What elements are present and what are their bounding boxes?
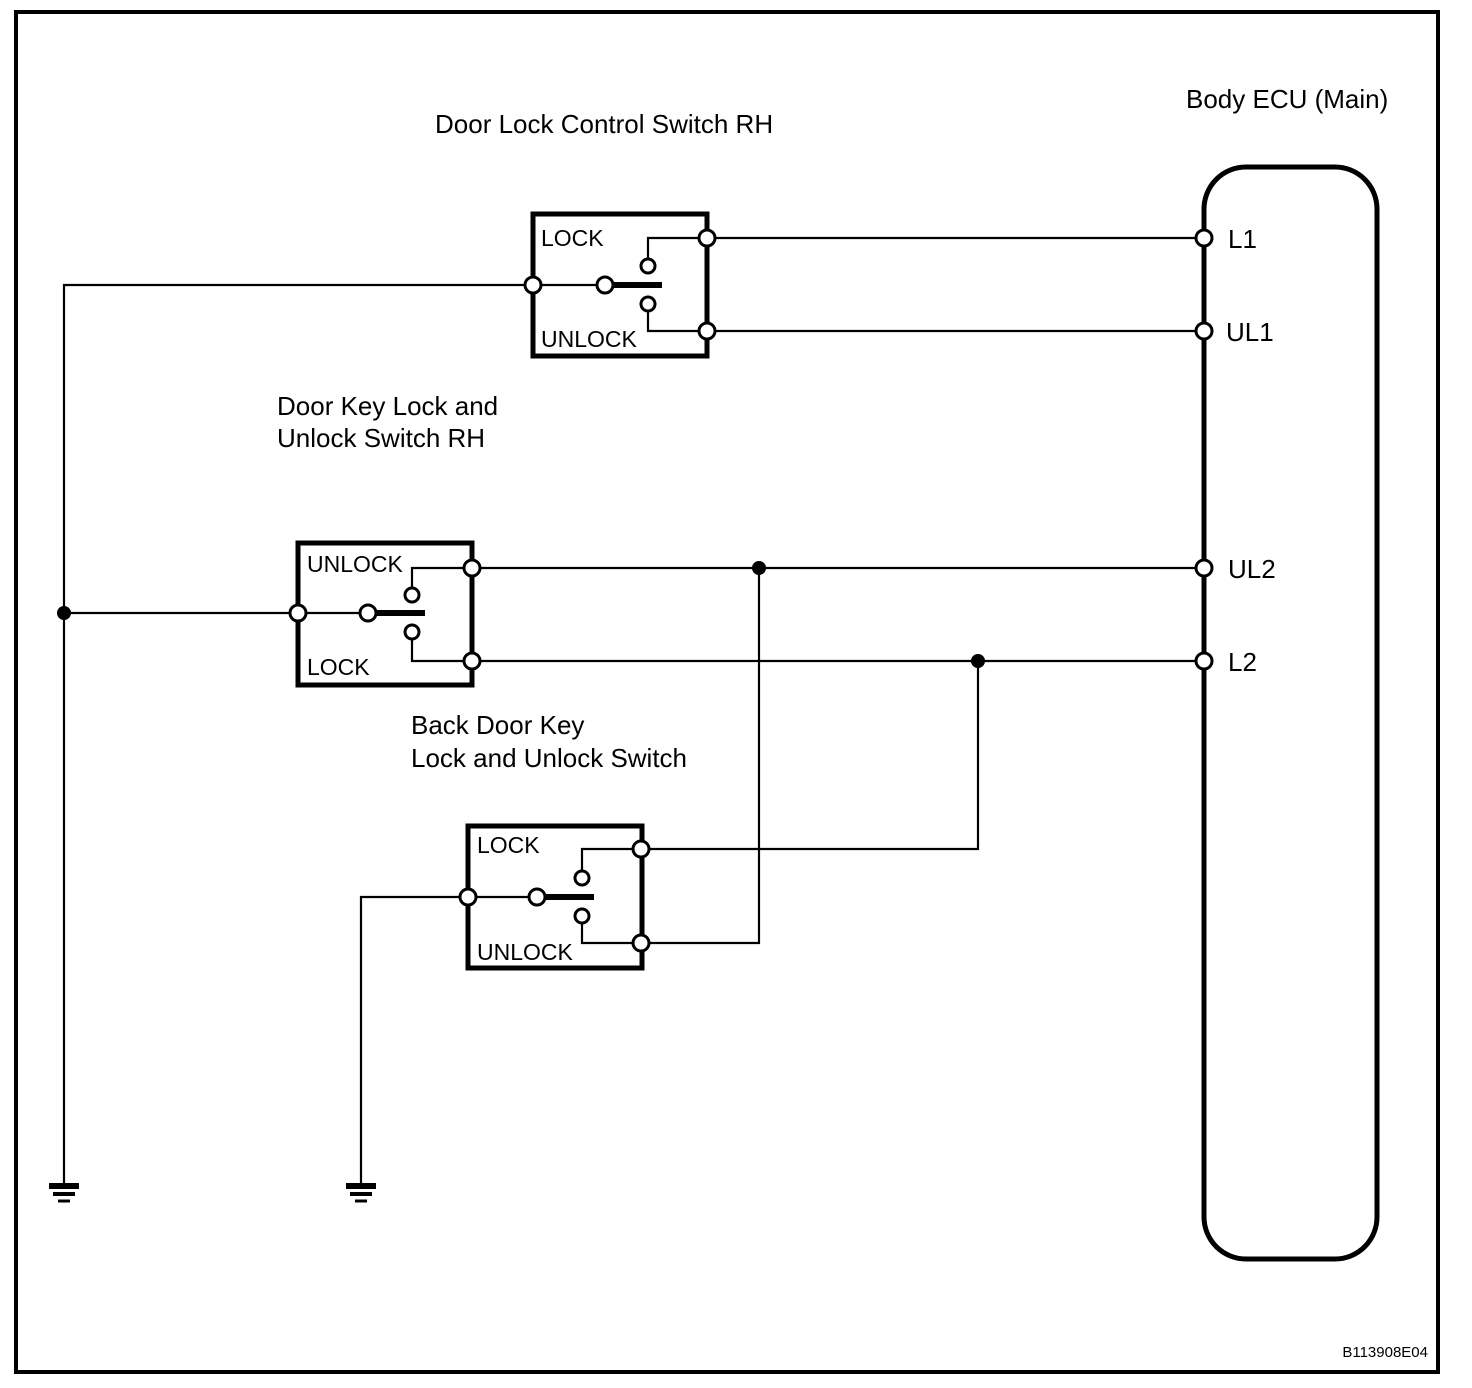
page-border [14,10,1440,1374]
contact-bottom-circle [639,295,657,313]
contact-top-circle [639,257,657,275]
wire-common-trunk [62,283,525,1184]
label-door-key-switch-line2: Unlock Switch RH [277,423,485,453]
wire-back-door-common [359,895,460,1184]
junction-dot [752,561,766,575]
common-terminal-circle [288,603,308,623]
contact-top-circle [573,869,591,887]
contact-link-top [580,847,633,871]
terminal-bottom-circle [697,321,717,341]
switch-position-label: UNLOCK [477,939,574,965]
ground-icon [346,1183,376,1203]
terminal-l1-circle [1194,228,1214,248]
contact-link-bottom [580,923,633,945]
terminal-ul1-circle [1194,321,1214,341]
wires [57,236,1196,1184]
contact-link-bottom [410,639,464,663]
body-ecu-outline [1201,164,1380,1262]
contact-bottom-circle [403,623,421,641]
terminal-bottom-circle [631,933,651,953]
junction-dot [971,654,985,668]
switch-door-key-lock-unlock-rh: UNLOCK LOCK [288,540,482,688]
label-back-door-switch-line1: Back Door Key [411,710,584,740]
switch-position-label: LOCK [541,225,604,251]
terminal-ul2-circle [1194,558,1214,578]
label-body-ecu: Body ECU (Main) [1186,84,1388,114]
wire-back-door-lock-branch [649,661,980,851]
switch-back-door-key-lock-unlock: LOCK UNLOCK [458,823,651,971]
figure-code: B113908E04 [1342,1344,1428,1361]
switch-position-label: UNLOCK [541,326,638,352]
terminal-ul2-label: UL2 [1228,554,1276,584]
terminal-l1-label: L1 [1228,224,1257,254]
contact-bottom-circle [573,907,591,925]
contact-top-circle [403,586,421,604]
wire-back-door-unlock-branch [649,568,761,945]
ground-icon [49,1183,79,1203]
pivot-circle [527,887,547,907]
contact-link-top [410,566,464,588]
terminal-top-circle [462,558,482,578]
terminal-l2-label: L2 [1228,647,1257,677]
contact-link-top [646,236,699,259]
terminal-bottom-circle [462,651,482,671]
body-ecu: L1 UL1 UL2 L2 [1194,164,1380,1262]
contact-link-bottom [646,311,699,333]
switch-position-label: LOCK [477,832,540,858]
terminal-l2-circle [1194,651,1214,671]
label-back-door-switch-line2: Lock and Unlock Switch [411,743,687,773]
pivot-circle [358,603,378,623]
pivot-circle [595,275,615,295]
switch-position-label: LOCK [307,654,370,680]
terminal-top-circle [631,839,651,859]
terminal-top-circle [697,228,717,248]
common-terminal-circle [523,275,543,295]
switch-door-lock-control-rh: LOCK UNLOCK [523,211,717,359]
title-door-lock-control-switch-rh: Door Lock Control Switch RH [435,109,773,139]
common-terminal-circle [458,887,478,907]
label-door-key-switch-line1: Door Key Lock and [277,391,498,421]
terminal-ul1-label: UL1 [1226,317,1274,347]
junction-dot [57,606,71,620]
switch-position-label: UNLOCK [307,551,404,577]
